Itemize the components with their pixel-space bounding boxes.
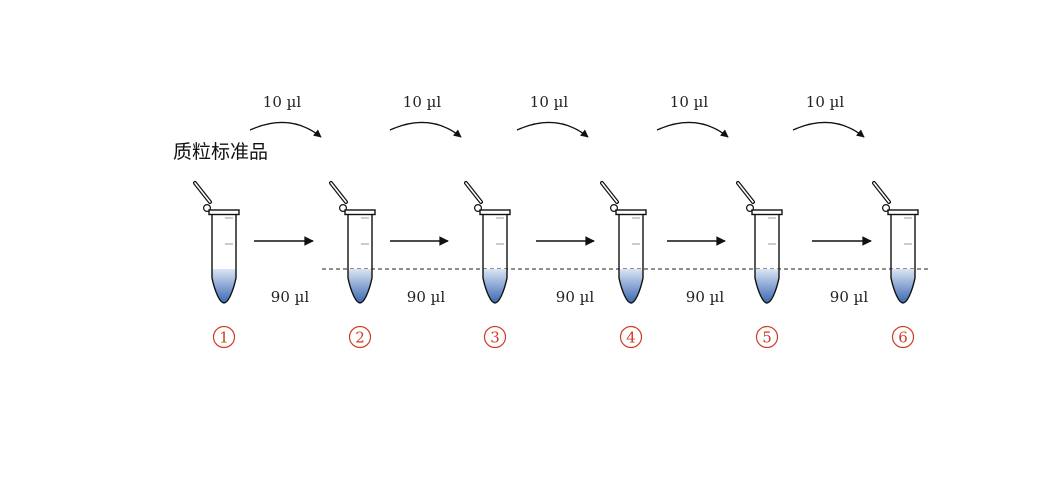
diluent-volume-label: 90 µl [271,288,310,306]
svg-text:4: 4 [626,329,636,347]
diluent-volume-label: 90 µl [407,288,446,306]
tube-number-6: 6 [891,325,915,349]
diluent-volume-label: 90 µl [686,288,725,306]
curved-transfer-arrow-2 [389,121,462,138]
svg-text:1: 1 [219,329,229,347]
tube-number-3: 3 [483,325,507,349]
tubes-layer [193,181,919,304]
transfer-volume-label: 10 µl [403,93,442,111]
tube-3 [464,181,511,304]
plasmid-standard-label: 质粒标准品 [173,141,268,163]
tube-number-4: 4 [619,325,643,349]
tube-1 [193,181,240,304]
arrows-layer [249,121,872,246]
svg-text:3: 3 [490,329,500,347]
svg-text:2: 2 [355,329,365,347]
tube-number-2: 2 [348,325,372,349]
curved-transfer-arrow-3 [516,121,589,138]
tube-5 [736,181,783,304]
transfer-volume-label: 10 µl [806,93,845,111]
transfer-volume-label: 10 µl [530,93,569,111]
diluent-volume-label: 90 µl [556,288,595,306]
labels-layer: 1 2 3 4 5 6 90 µl 90 µl 90 µl 90 µl 90 µl 10 µl 10 µ… [212,93,915,349]
diluent-volume-label: 90 µl [830,288,869,306]
curved-transfer-arrow-5 [792,121,865,138]
tube-number-1: 1 [212,325,236,349]
transfer-volume-label: 10 µl [670,93,709,111]
svg-text:6: 6 [898,329,908,347]
curved-transfer-arrow-4 [656,121,729,138]
tube-6 [872,181,919,304]
tube-4 [600,181,647,304]
transfer-volume-label: 10 µl [263,93,302,111]
svg-text:5: 5 [762,329,772,347]
tube-2 [329,181,376,304]
curved-transfer-arrow-1 [249,121,322,138]
tube-number-5: 5 [755,325,779,349]
